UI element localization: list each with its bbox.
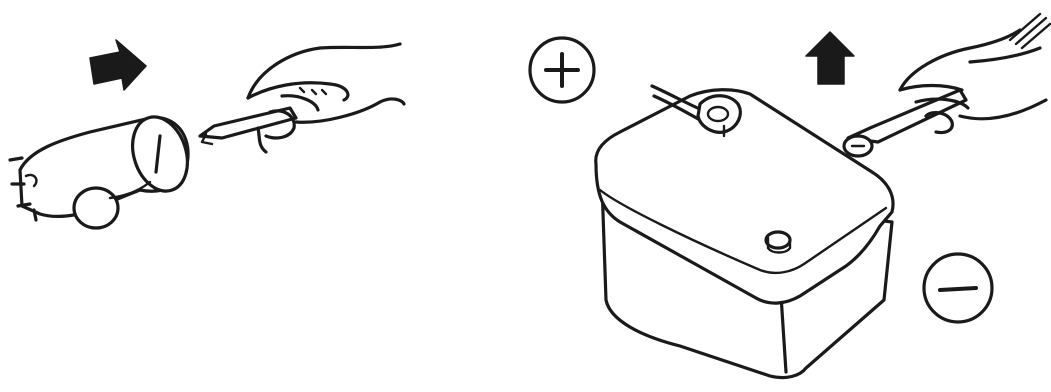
right-hand-with-wrench: [844, 14, 1050, 156]
minus-sign-icon: [924, 254, 992, 322]
plus-sign-icon: [530, 38, 594, 102]
left-hand-with-wrench: [200, 44, 404, 152]
battery: [596, 90, 893, 378]
arrow-right-icon: [90, 40, 146, 90]
left-panel: [10, 40, 404, 228]
right-panel: [530, 14, 1050, 378]
arrow-up-icon: [806, 32, 854, 84]
cable-clamp: [10, 110, 196, 228]
